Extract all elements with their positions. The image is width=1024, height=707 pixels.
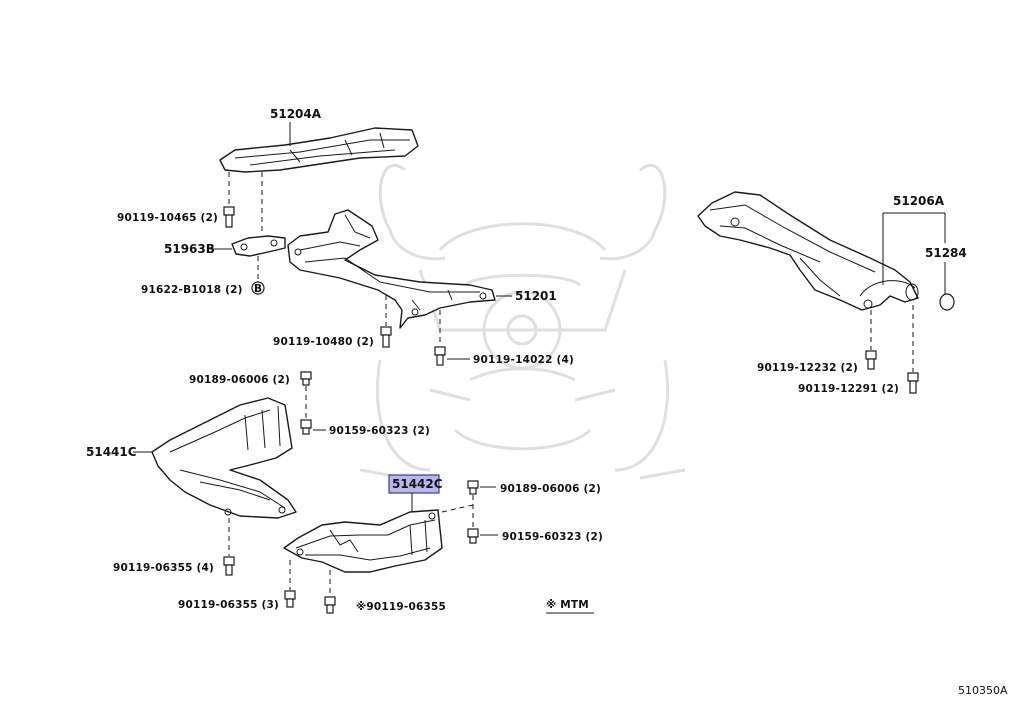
- bolt-90119-10465: [223, 206, 235, 228]
- screw-90159-60323-b: [467, 528, 479, 544]
- bolt-90119-06355-star: [324, 596, 336, 614]
- bolt-90119-10480: [380, 326, 392, 348]
- label-51204A: 51204A: [270, 107, 322, 121]
- bolt-90119-12291: [907, 372, 919, 394]
- part-51963B-bracket: [231, 235, 286, 257]
- label-51442C-highlight[interactable]: [388, 474, 440, 494]
- label-90159-60323-a: 90159-60323 (2): [329, 425, 430, 437]
- diagram-id: 510350A: [958, 684, 1008, 697]
- label-51284: 51284: [925, 246, 967, 260]
- part-51201-crossmember: [287, 209, 496, 329]
- marker-B: B: [254, 283, 262, 295]
- label-90119-10480: 90119-10480 (2): [273, 336, 374, 348]
- label-51201: 51201: [515, 289, 557, 303]
- part-51206A-member: [697, 191, 919, 311]
- label-51442C[interactable]: 51442C: [392, 477, 443, 491]
- nut-91622-B1018: [251, 281, 265, 295]
- label-51206A: 51206A: [893, 194, 945, 208]
- label-90119-14022: 90119-14022 (4): [473, 354, 574, 366]
- label-51441C: 51441C: [86, 445, 137, 459]
- note-mtm: ※ MTM: [546, 599, 589, 611]
- clip-90189-06006-b: [467, 480, 479, 495]
- part-51284-bushing: [939, 293, 955, 311]
- label-90119-12291: 90119-12291 (2): [798, 383, 899, 395]
- screw-90159-60323-a: [300, 419, 312, 435]
- label-90119-06355-4: 90119-06355 (4): [113, 562, 214, 574]
- label-90119-06355-3: 90119-06355 (3): [178, 599, 279, 611]
- bolt-90119-14022: [434, 346, 446, 366]
- label-90189-06006-b: 90189-06006 (2): [500, 483, 601, 495]
- part-51204A-plate: [219, 127, 419, 173]
- label-90189-06006-a: 90189-06006 (2): [189, 374, 290, 386]
- clip-90189-06006-a: [300, 371, 312, 386]
- label-90119-12232: 90119-12232 (2): [757, 362, 858, 374]
- label-91622-B1018: 91622-B1018 (2): [141, 284, 243, 296]
- bolt-90119-12232: [865, 350, 877, 370]
- label-51963B: 51963B: [164, 242, 215, 256]
- part-51441C-cover: [151, 397, 297, 519]
- label-90119-10465: 90119-10465 (2): [117, 212, 218, 224]
- label-90159-60323-b: 90159-60323 (2): [502, 531, 603, 543]
- bolt-90119-06355-4: [223, 556, 235, 576]
- bolt-90119-06355-3: [284, 590, 296, 608]
- part-51442C-cover: [283, 509, 443, 573]
- label-90119-06355-star: ※90119-06355: [356, 601, 446, 613]
